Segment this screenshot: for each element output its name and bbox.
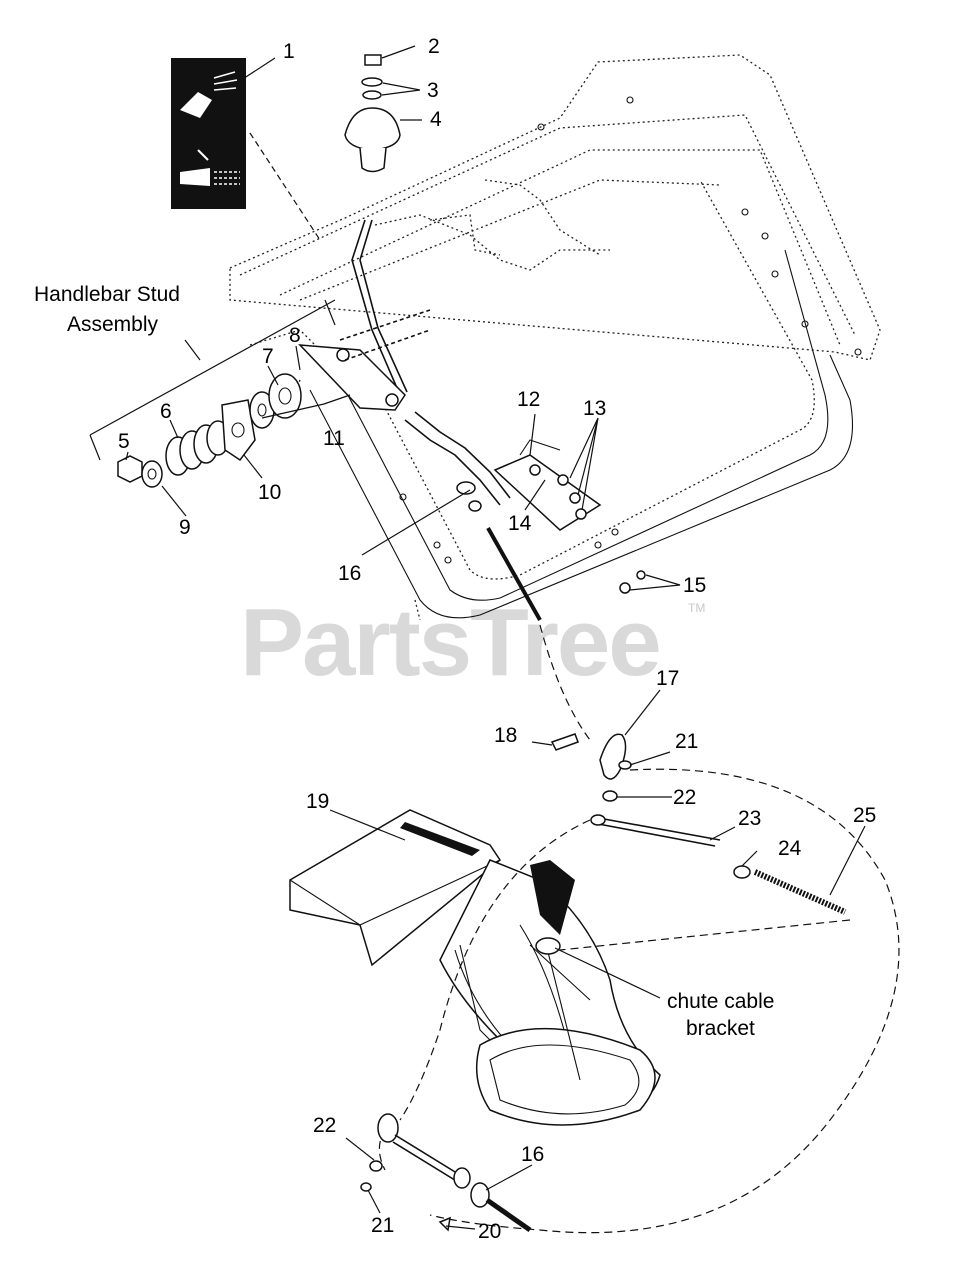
handle-down-icon: [180, 168, 210, 186]
cable-bracket: [493, 439, 646, 594]
callout-9: 9: [179, 516, 191, 539]
text-labels: Handlebar Stud Assembly chute cable brac…: [34, 283, 774, 1040]
callout-21-upper: 21: [675, 730, 698, 753]
watermark-trademark: TM: [688, 601, 705, 615]
callout-10: 10: [258, 481, 281, 504]
callout-15: 15: [683, 574, 706, 597]
callout-24: 24: [778, 837, 802, 860]
callout-21-lower: 21: [371, 1214, 394, 1237]
callout-12: 12: [517, 388, 540, 411]
callout-16: 16: [338, 562, 361, 585]
watermark: PartsTree TM: [240, 589, 705, 696]
callout-2: 2: [428, 35, 440, 58]
chute-cable-bracket-label-line2: bracket: [686, 1017, 755, 1040]
callout-8: 8: [289, 324, 301, 347]
callout-1: 1: [283, 40, 295, 63]
lower-cable-end: [360, 1113, 532, 1233]
callout-13: 13: [583, 397, 606, 420]
callout-25: 25: [853, 804, 876, 827]
control-rod: [298, 219, 591, 741]
callout-11: 11: [323, 427, 345, 450]
callout-18: 18: [494, 724, 517, 747]
handle-up-icon: [180, 92, 212, 118]
handlebar-stud-assembly: [89, 299, 431, 488]
callout-14: 14: [508, 512, 532, 535]
chute-cable-bracket-label-line1: chute cable: [667, 990, 774, 1013]
callout-17: 17: [656, 667, 679, 690]
handlebar-stud-label-line2: Assembly: [67, 313, 159, 336]
handlebar-stud-label-line1: Handlebar Stud: [34, 283, 180, 306]
watermark-text: PartsTree: [240, 589, 660, 696]
callout-numbers: 1 2 3 4 5 6 7 8 9 10 11 12 13 14 15 16 1…: [118, 35, 876, 1243]
callout-5: 5: [118, 430, 130, 453]
callout-22-lower: 22: [313, 1114, 336, 1137]
callout-16-lower: 16: [521, 1143, 544, 1166]
housing-outline: [229, 54, 881, 621]
callout-22-upper: 22: [673, 786, 696, 809]
discharge-chute: [289, 809, 661, 1126]
callout-6: 6: [160, 400, 172, 423]
callout-4: 4: [430, 108, 442, 131]
leader-lines: [125, 45, 866, 1230]
callout-19: 19: [306, 790, 329, 813]
callout-23: 23: [738, 807, 761, 830]
callout-20: 20: [478, 1220, 501, 1243]
knob-assembly: [344, 54, 401, 173]
callout-3: 3: [427, 79, 439, 102]
callout-7: 7: [262, 345, 274, 368]
deflector-decal: [171, 58, 246, 209]
